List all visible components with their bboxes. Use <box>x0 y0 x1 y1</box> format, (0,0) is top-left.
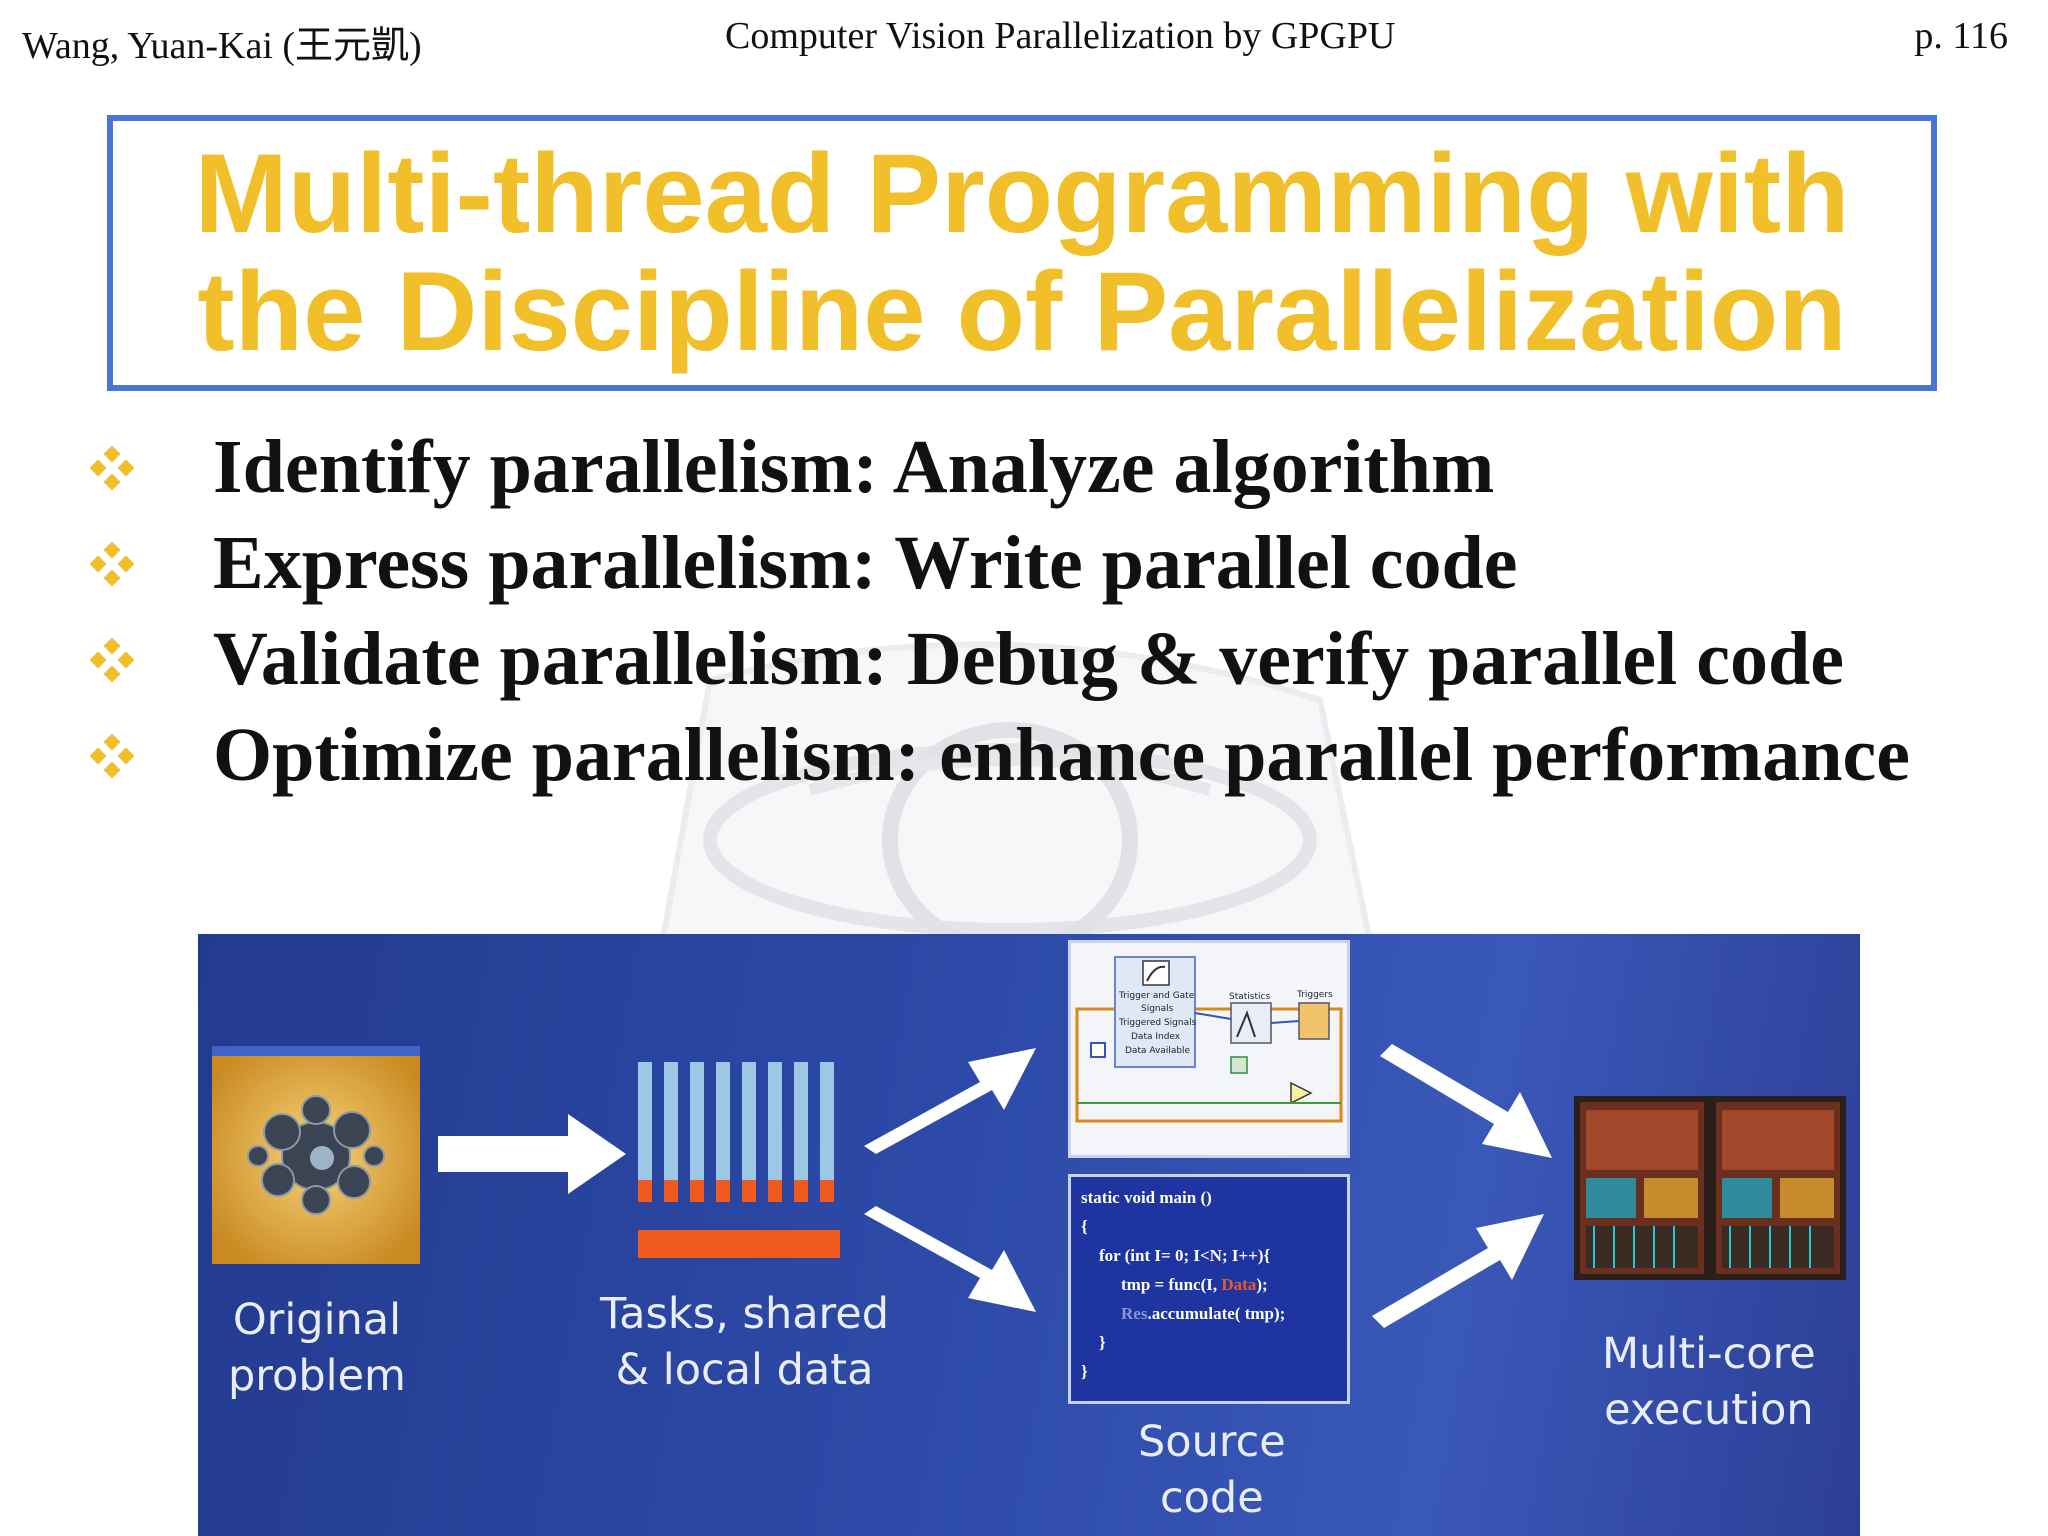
code-fragment: .accumulate( tmp); <box>1147 1304 1286 1323</box>
fractal-image <box>212 1046 420 1264</box>
arrow-up-right-icon <box>1372 1214 1544 1328</box>
bullet-item: Identify parallelism: Analyze algorithm <box>90 420 1990 516</box>
arrow-down-right-icon <box>864 1206 1036 1312</box>
diamond-bullet-icon <box>90 542 134 586</box>
lv-label-data-available: Data Available <box>1125 1046 1191 1056</box>
course-title: Computer Vision Parallelization by GPGPU <box>725 15 1396 57</box>
diamond-bullet-icon <box>90 734 134 778</box>
label-original-problem: Original problem <box>228 1295 406 1401</box>
parallelization-diagram: Original problem Tasks, shared & local d… <box>198 934 1860 1536</box>
page-number: p. 116 <box>1914 15 2008 57</box>
code-line: { <box>1081 1217 1088 1236</box>
slide-title-line-2: the Discipline of Parallelization <box>197 249 1847 374</box>
lv-label-triggers: Triggers <box>1296 990 1333 1000</box>
bullet-text: Optimize parallelism: enhance parallel p… <box>213 713 1910 797</box>
author-name: Wang, Yuan-Kai (王元凱) <box>22 25 422 67</box>
code-line: static void main () <box>1081 1188 1212 1207</box>
bullet-text: Express parallelism: Write parallel code <box>213 521 1518 605</box>
lv-label-signals: Signals <box>1141 1004 1174 1014</box>
bullet-text: Identify parallelism: Analyze algorithm <box>213 425 1495 509</box>
lv-label-trigger: Trigger and Gate <box>1118 991 1195 1001</box>
arrow-up-right-icon <box>864 1048 1036 1154</box>
code-line: for (int I= 0; I<N; I++){ <box>1099 1246 1271 1265</box>
label-source-code: Source code <box>1138 1417 1286 1523</box>
block-diagram-graphic: Trigger and Gate Signals Triggered Signa… <box>1075 956 1343 1123</box>
label-multicore: Multi-core execution <box>1602 1329 1816 1435</box>
arrow-right-icon <box>438 1114 626 1194</box>
code-line: tmp = func(I, Data); <box>1081 1270 1337 1299</box>
source-code-panel: static void main () { for (int I= 0; I<N… <box>1068 1174 1350 1404</box>
bullet-item: Optimize parallelism: enhance parallel p… <box>90 708 1990 804</box>
arrow-down-right-icon <box>1380 1044 1552 1158</box>
code-fragment-data: Data <box>1221 1275 1257 1294</box>
slide-title-line-1: Multi-thread Programming with <box>194 131 1850 256</box>
code-fragment: tmp = func(I, <box>1121 1275 1222 1294</box>
title-box: Multi-thread Programming with the Discip… <box>107 115 1937 391</box>
bullet-text: Validate parallelism: Debug & verify par… <box>213 617 1844 701</box>
lv-label-data-index: Data Index <box>1131 1032 1181 1042</box>
code-fragment: ); <box>1256 1275 1268 1294</box>
code-line: } <box>1099 1333 1106 1352</box>
block-diagram-panel: Trigger and Gate Signals Triggered Signa… <box>1068 940 1350 1158</box>
code-fragment-res: Res <box>1121 1304 1148 1323</box>
code-line: } <box>1081 1362 1088 1381</box>
multicore-chip-image <box>1574 1096 1846 1280</box>
bullet-list: Identify parallelism: Analyze algorithm … <box>90 420 1990 804</box>
code-line: Res.accumulate( tmp); <box>1081 1299 1337 1328</box>
bullet-item: Validate parallelism: Debug & verify par… <box>90 612 1990 708</box>
diamond-bullet-icon <box>90 638 134 682</box>
label-tasks-data: Tasks, shared & local data <box>600 1289 890 1395</box>
bullet-item: Express parallelism: Write parallel code <box>90 516 1990 612</box>
task-bars-graphic <box>638 1062 840 1258</box>
lv-label-triggered: Triggered Signals <box>1118 1018 1197 1028</box>
lv-label-statistics: Statistics <box>1229 992 1270 1002</box>
diamond-bullet-icon <box>90 446 134 490</box>
